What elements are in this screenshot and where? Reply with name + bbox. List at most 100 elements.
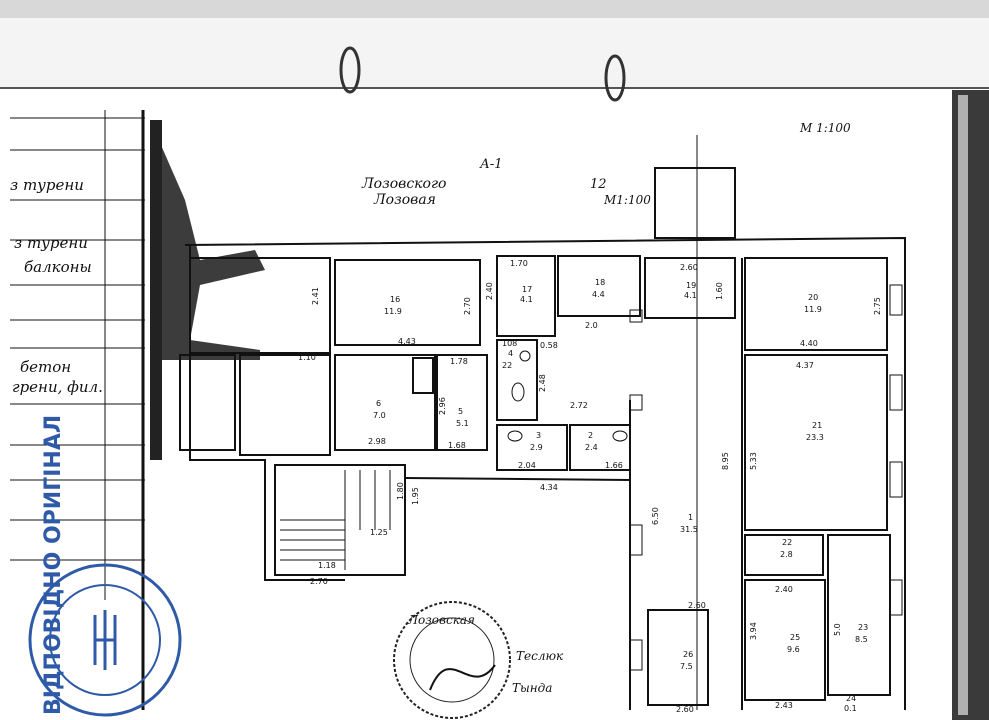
room-3-area: 2.9 [530, 443, 543, 452]
dim-22: 8.95 [721, 452, 730, 470]
dim-27: 1.25 [370, 528, 388, 537]
sink-fixture-2 [612, 430, 628, 442]
room-25-no: 25 [790, 633, 800, 642]
room-108-no: 108 [502, 339, 517, 348]
dim-26: 1.95 [411, 487, 420, 505]
room-22-no: 22 [782, 538, 792, 547]
room-24-area: 0.1 [844, 704, 857, 713]
dim-13: 2.0 [585, 321, 598, 330]
dim-29: 1.18 [318, 561, 336, 570]
dim-11: 4.37 [796, 361, 814, 370]
stairs-lines [280, 470, 391, 570]
dim-17: 2.98 [368, 437, 386, 446]
room-16-no: 16 [390, 295, 400, 304]
dim-24: 6.50 [651, 507, 660, 525]
dim-0: 1.70 [510, 259, 528, 268]
dim-6: 1.78 [450, 357, 468, 366]
margin-text-4: бетон [20, 358, 71, 376]
room-5-no: 5 [458, 407, 463, 416]
room-16-area: 11.9 [384, 307, 402, 316]
windows-right [629, 284, 903, 671]
dim-8: 1.60 [715, 282, 724, 300]
sink-fixture [507, 430, 523, 442]
room-26-area: 7.5 [680, 662, 693, 671]
house-number: 12 [590, 177, 607, 192]
signature-name-3: Тында [512, 681, 552, 695]
round-seal-black [393, 601, 511, 719]
room-5-area: 5.1 [456, 419, 469, 428]
signature-name-2: Теслюк [516, 649, 564, 663]
dim-21: 4.34 [540, 483, 558, 492]
dim-34: 2.43 [775, 701, 793, 710]
dim-35: 2.60 [676, 705, 694, 714]
dim-25: 1.80 [396, 482, 405, 500]
dim-19: 2.04 [518, 461, 536, 470]
room-25-area: 9.6 [787, 645, 800, 654]
dim-32: 3.94 [749, 622, 758, 640]
room-23-area: 8.5 [855, 635, 868, 644]
room-6-area: 7.0 [373, 411, 386, 420]
room-17-no: 17 [522, 285, 532, 294]
room-17-area: 4.1 [520, 295, 533, 304]
street-line-2: Лозовая [373, 192, 436, 208]
sheet-letter: А-1 [479, 157, 503, 172]
dim-2: 2.41 [311, 287, 320, 305]
dim-23: 5.33 [749, 452, 758, 470]
dim-3: 2.70 [463, 297, 472, 315]
dimension-labels: 1.70 2.60 2.41 2.70 4.43 1.10 1.78 2.40 … [298, 259, 882, 714]
binder-ring-right [604, 54, 626, 102]
dim-36: 2.96 [438, 397, 447, 415]
floor-plan [179, 135, 906, 710]
margin-text-1: з турени [10, 176, 84, 194]
chimney-box [629, 309, 643, 323]
room-108-area: 4 [508, 349, 513, 358]
room-1-no: 1 [688, 513, 693, 522]
room-21-area: 23.3 [806, 433, 824, 442]
binder-top-band [0, 18, 989, 88]
binder-ring-left [339, 46, 361, 94]
room-labels: 16 11.9 17 4.1 18 4.4 19 4.1 20 11.9 6 7… [373, 278, 868, 713]
room-22-area: 2.8 [780, 550, 793, 559]
room-21-no: 21 [812, 421, 822, 430]
right-page-edge-light [958, 95, 968, 715]
room-23-no: 23 [858, 623, 868, 632]
room-18-area: 4.4 [592, 290, 605, 299]
dim-30: 2.40 [775, 585, 793, 594]
dim-1: 2.60 [680, 263, 698, 272]
dim-20: 1.66 [605, 461, 623, 470]
room-19-no: 19 [686, 281, 696, 290]
room-6-no: 6 [376, 399, 381, 408]
margin-text-5: грени, фил. [12, 378, 103, 396]
dim-12: 0.58 [540, 341, 558, 350]
scale-mid: М1:100 [603, 193, 651, 207]
margin-text-3: балконы [24, 258, 92, 276]
toilet-fixture [511, 382, 525, 402]
toner-smudge [150, 120, 265, 460]
binder-top-shadow [0, 0, 989, 18]
room-2-no: 2 [588, 431, 593, 440]
dim-4: 4.43 [398, 337, 416, 346]
room-24-no: 24 [846, 694, 856, 703]
right-page-edge [952, 90, 989, 720]
svg-text:ВІДПОВІДНО ОРИГІНАЛ: ВІДПОВІДНО ОРИГІНАЛ [41, 415, 66, 715]
signature-name-1: Лозовская [407, 613, 475, 627]
room-18-no: 18 [595, 278, 605, 287]
dim-15: 2.48 [538, 374, 547, 392]
street-line-1: Лозовского [361, 176, 446, 192]
dim-14: 22 [502, 361, 512, 370]
dim-18: 1.68 [448, 441, 466, 450]
room-2-area: 2.4 [585, 443, 598, 452]
dim-31: 2.60 [688, 601, 706, 610]
gas-meter [519, 350, 531, 362]
blue-stamp: ВІДПОВІДНО ОРИГІНАЛ [28, 415, 182, 717]
dim-16: 2.72 [570, 401, 588, 410]
dim-33: 5.0 [833, 623, 842, 636]
room-3-no: 3 [536, 431, 541, 440]
dim-28: 2.70 [310, 577, 328, 586]
room-20-area: 11.9 [804, 305, 822, 314]
room-26-no: 26 [683, 650, 693, 659]
left-margin-table [10, 110, 145, 710]
dim-7: 2.40 [485, 282, 494, 300]
dim-5: 1.10 [298, 353, 316, 362]
